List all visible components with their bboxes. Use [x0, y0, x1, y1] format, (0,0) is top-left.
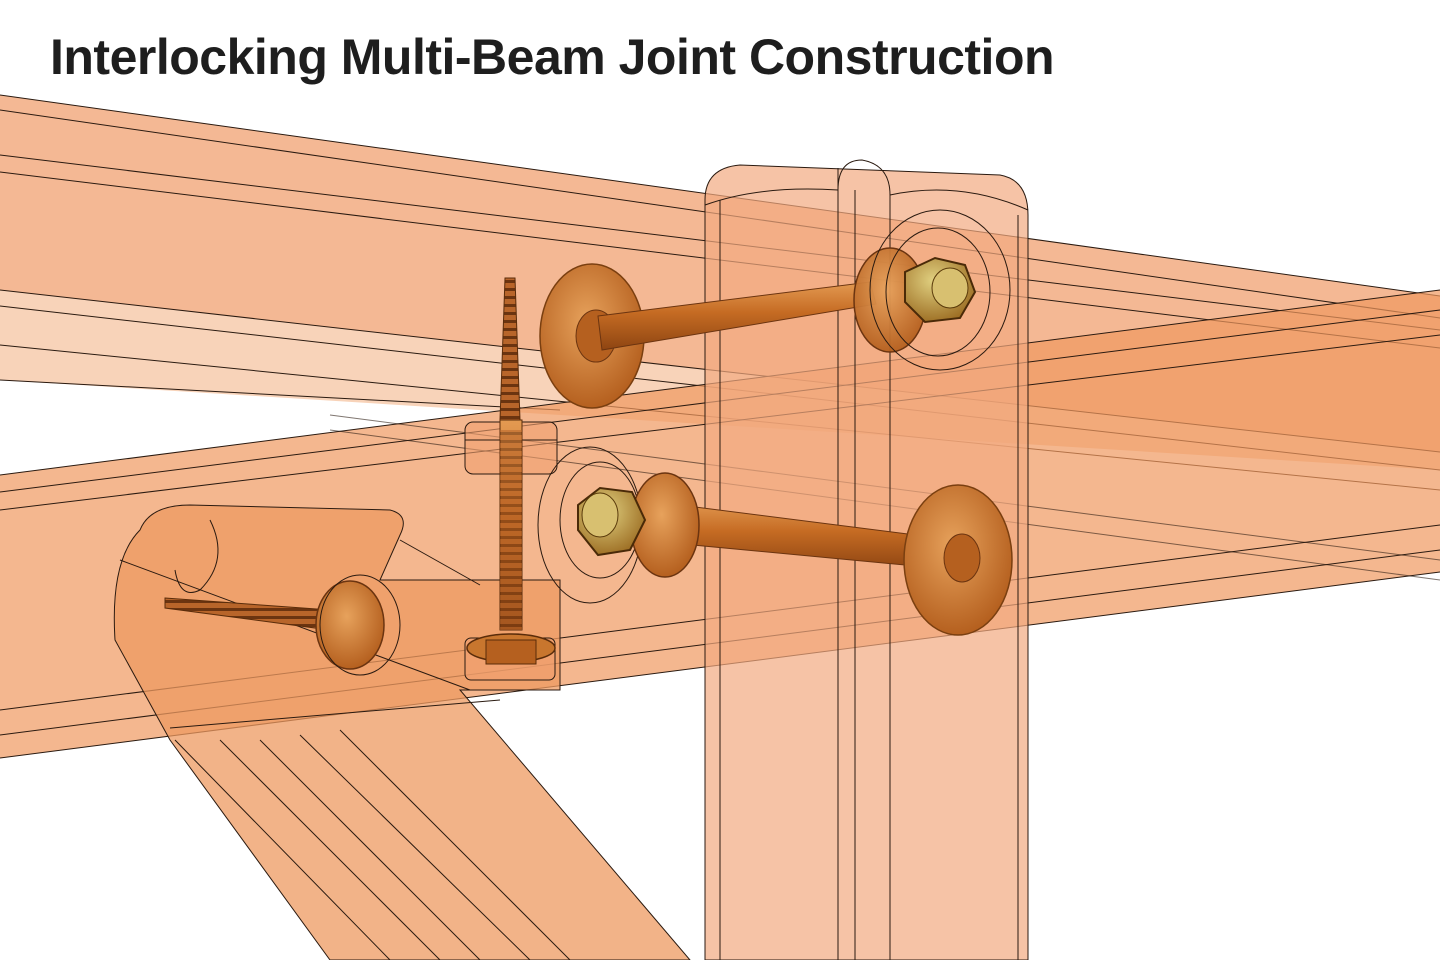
vertical-lag-screw — [466, 277, 556, 665]
lower-carriage-bolt — [537, 446, 1013, 636]
diagonal-lag-screw — [164, 574, 401, 676]
upper-carriage-bolt — [539, 209, 1011, 409]
vertical-post — [704, 159, 1029, 960]
washer — [315, 580, 385, 670]
diagram-title: Interlocking Multi-Beam Joint Constructi… — [50, 29, 1055, 85]
